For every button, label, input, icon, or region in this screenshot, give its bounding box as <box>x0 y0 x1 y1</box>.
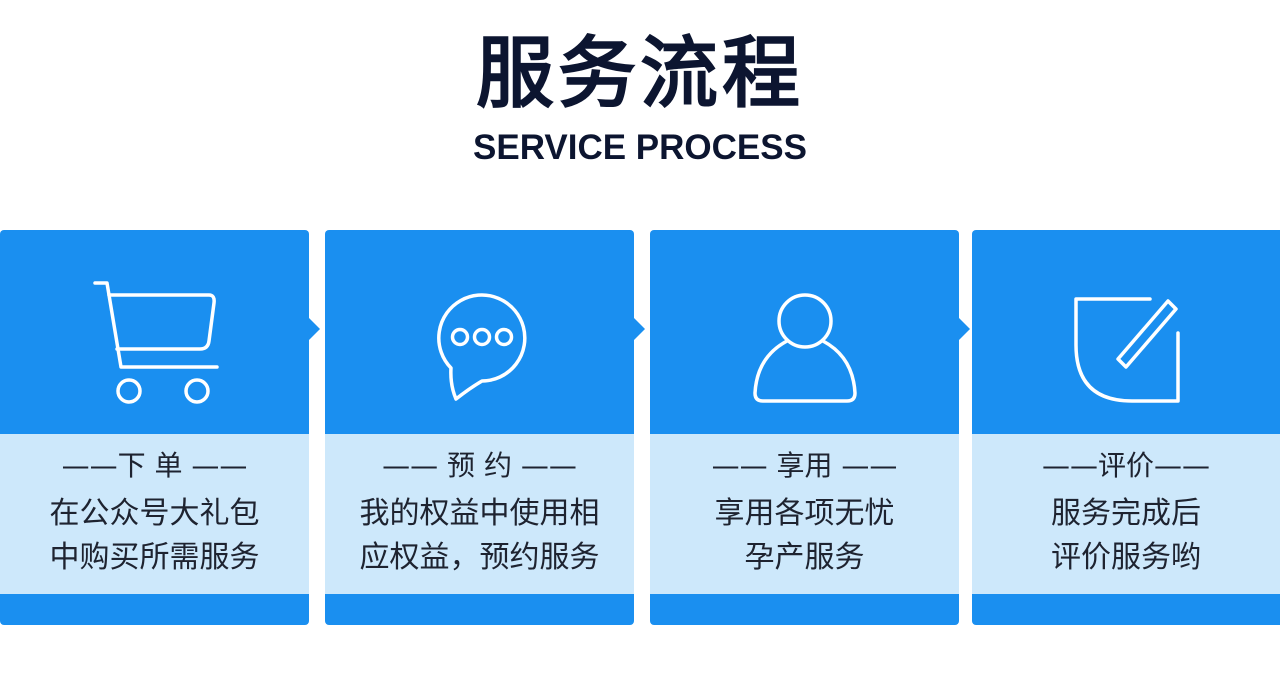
step-card-review: ——评价—— 服务完成后 评价服务哟 <box>972 230 1280 625</box>
user-icon <box>752 293 857 403</box>
step-description-line: 享用各项无忧 <box>714 496 895 531</box>
step-description: 服务完成后 评价服务哟 <box>972 492 1280 580</box>
step-description: 在公众号大礼包 中购买所需服务 <box>0 492 309 580</box>
edit-icon <box>1074 297 1180 403</box>
step-card-body <box>325 434 634 594</box>
step-description-line: 中购买所需服务 <box>49 540 260 575</box>
step-description-line: 在公众号大礼包 <box>49 496 260 531</box>
step-card-enjoy: —— 享用 —— 享用各项无忧 孕产服务 <box>650 230 970 625</box>
next-arrow-icon <box>309 318 320 340</box>
step-description-line: 我的权益中使用相 <box>359 496 600 531</box>
step-card-body <box>650 434 959 594</box>
step-description-line: 孕产服务 <box>744 540 865 575</box>
step-card-body <box>0 434 309 594</box>
page-subtitle: SERVICE PROCESS <box>473 128 807 167</box>
step-title: ——下 单 —— <box>61 449 248 482</box>
step-card-body <box>972 434 1280 594</box>
step-description-line: 评价服务哟 <box>1051 540 1201 575</box>
step-card-reserve: —— 预 约 —— 我的权益中使用相 应权益，预约服务 <box>325 230 645 625</box>
step-description: 享用各项无忧 孕产服务 <box>650 492 959 580</box>
step-card-order: ——下 单 —— 在公众号大礼包 中购买所需服务 <box>0 230 320 625</box>
step-title: —— 预 约 —— <box>382 449 577 482</box>
next-arrow-icon <box>959 318 970 340</box>
step-description: 我的权益中使用相 应权益，预约服务 <box>325 492 634 580</box>
step-title: ——评价—— <box>1041 449 1210 482</box>
chat-bubble-icon <box>436 293 526 401</box>
step-title: —— 享用 —— <box>711 449 898 482</box>
step-description-line: 服务完成后 <box>1051 496 1201 531</box>
shopping-cart-icon <box>92 281 219 404</box>
step-description-line: 应权益，预约服务 <box>359 540 600 575</box>
page-title: 服务流程 <box>475 29 804 119</box>
next-arrow-icon <box>634 318 645 340</box>
